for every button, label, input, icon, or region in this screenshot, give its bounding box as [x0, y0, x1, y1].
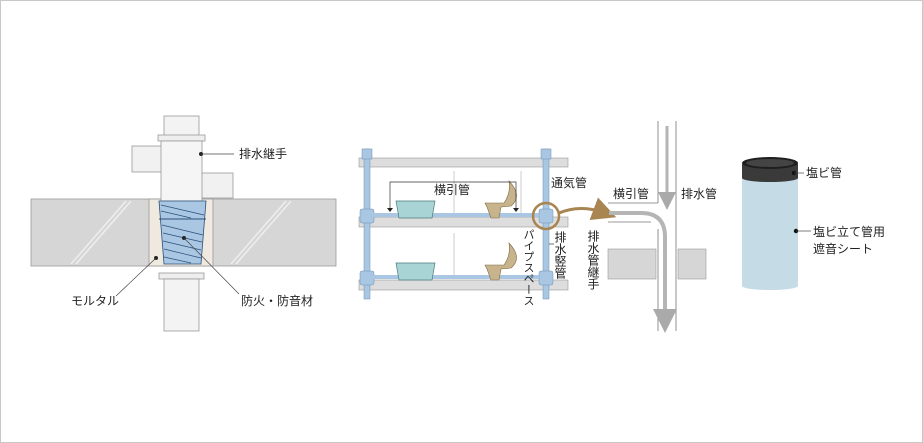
sheet-label-line1: 塩ビ立て管用 [813, 225, 886, 239]
sheet-label-line2: 遮音シート [813, 242, 874, 256]
pvc-pipe-drawing [742, 157, 811, 290]
joint-detail-drawing [607, 121, 707, 333]
mortar-label: モルタル [71, 294, 120, 308]
drain-joint-detail-label: 排水管継手 [586, 230, 600, 290]
toilet-icon [484, 180, 517, 219]
pvc-pipe-label: 塩ビ管 [806, 166, 843, 180]
drain-joint-label: 排水継手 [239, 147, 288, 161]
detail-horizontal-pipe-label: 横引管 [613, 187, 650, 201]
drain-joint [160, 140, 203, 202]
horizontal-pipe-label: 横引管 [434, 183, 471, 197]
pipe-space-label: パイプスペース [522, 229, 535, 306]
fire-section-drawing [30, 115, 337, 332]
vent-pipe-label: 通気管 [551, 176, 588, 190]
highlight-circle [531, 201, 561, 231]
firestop-material [158, 200, 207, 265]
building-section-drawing [358, 148, 617, 300]
detail-drain-pipe-label: 排水管 [681, 187, 718, 201]
vertical-drain-label: 排水竪管 [553, 231, 567, 279]
toilet-icon [484, 242, 517, 281]
lower-pipe [163, 278, 200, 332]
sink-icon [395, 262, 436, 281]
detail-arrow [558, 197, 617, 221]
sound-insulation-sheet [742, 173, 798, 286]
sink-icon [395, 200, 436, 219]
firestop-label: 防火・防音材 [241, 294, 314, 308]
